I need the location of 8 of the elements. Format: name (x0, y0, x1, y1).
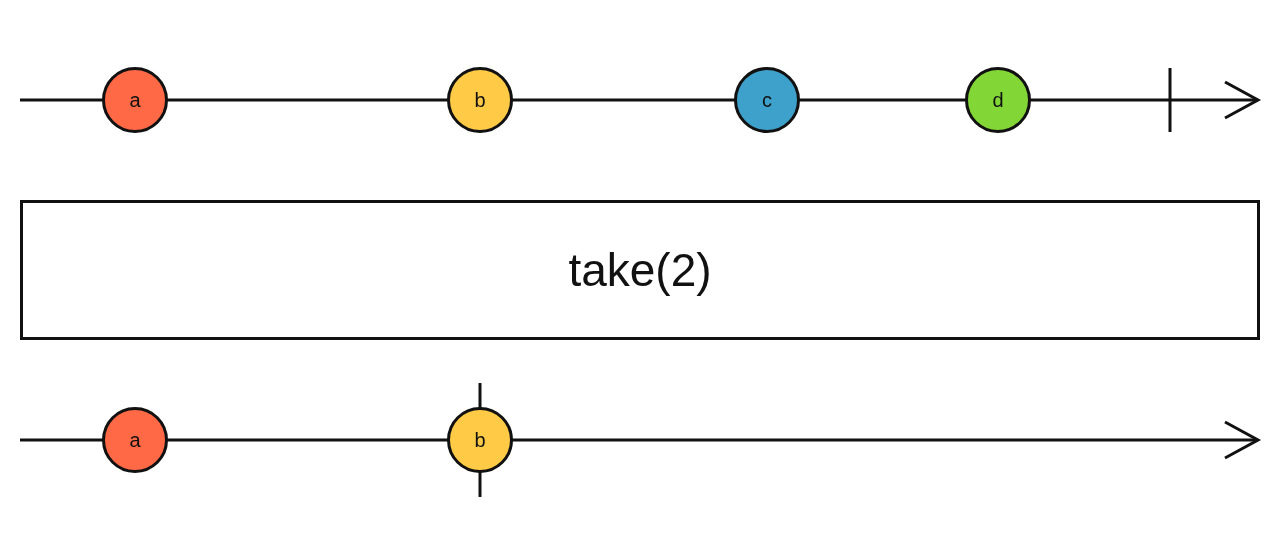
marble-label: a (129, 88, 141, 112)
marble-label: a (129, 428, 141, 452)
operator-label: take(2) (568, 243, 712, 297)
marble-label: d (992, 88, 1004, 112)
marble-label: b (474, 428, 486, 452)
operator-box (20, 200, 1260, 340)
marble-label: c (762, 88, 772, 112)
marble-label: b (474, 88, 486, 112)
